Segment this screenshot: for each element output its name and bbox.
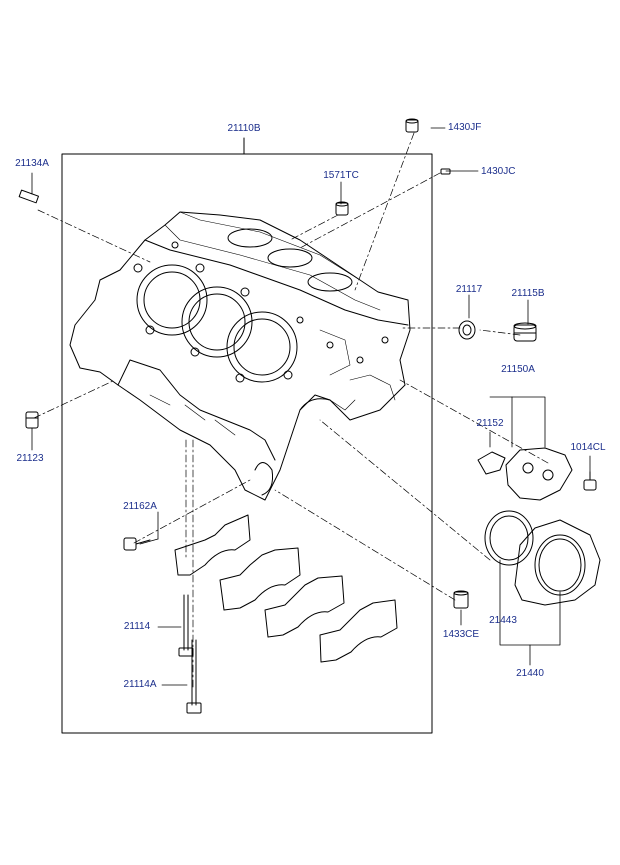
plug-1430jf-icon (405, 118, 419, 133)
dowel-icon (18, 189, 39, 204)
label-21162a[interactable]: 21162A (123, 501, 157, 512)
plug-21115b-icon (513, 322, 537, 342)
main-bearing-cap-icon (174, 514, 398, 663)
label-1571tc[interactable]: 1571TC (323, 170, 359, 181)
label-21110b[interactable]: 21110B (227, 123, 261, 134)
reference-lines (33, 132, 549, 691)
seal-housing-icon (514, 519, 601, 606)
label-21150a[interactable]: 21150A (501, 364, 535, 375)
label-1430jf[interactable]: 1430JF (448, 122, 482, 133)
plug-21123-icon (25, 411, 39, 429)
label-1433ce[interactable]: 1433CE (442, 629, 480, 640)
label-21443[interactable]: 21443 (489, 615, 517, 626)
bolt-21114-icon (178, 594, 194, 657)
label-21152[interactable]: 21152 (476, 418, 504, 429)
dowel-1433ce-icon (453, 590, 469, 609)
label-21114[interactable]: 21114 (123, 621, 151, 632)
oil-filter-bracket-icon (477, 447, 573, 501)
plug-1571tc-icon (335, 201, 349, 216)
label-21115b[interactable]: 21115B (511, 288, 545, 299)
bolt-21162a-icon (123, 537, 151, 551)
label-21123[interactable]: 21123 (16, 453, 44, 464)
label-21117[interactable]: 21117 (455, 284, 483, 295)
bolt-21114a-icon (186, 639, 202, 714)
label-1430jc[interactable]: 1430JC (481, 166, 516, 177)
pin-1430jc-icon (440, 168, 451, 175)
assembly-frame (61, 137, 433, 734)
label-21134a[interactable]: 21134A (15, 158, 49, 169)
washer-21117-icon (458, 320, 476, 340)
label-21114a[interactable]: 21114A (123, 679, 157, 690)
label-21440[interactable]: 21440 (516, 668, 544, 679)
label-1014cl[interactable]: 1014CL (570, 442, 606, 453)
engine-block-icon (69, 211, 411, 501)
bolt-1014cl-icon (583, 471, 597, 491)
leader-lines (31, 127, 591, 686)
rear-oil-seal-icon (484, 510, 534, 566)
